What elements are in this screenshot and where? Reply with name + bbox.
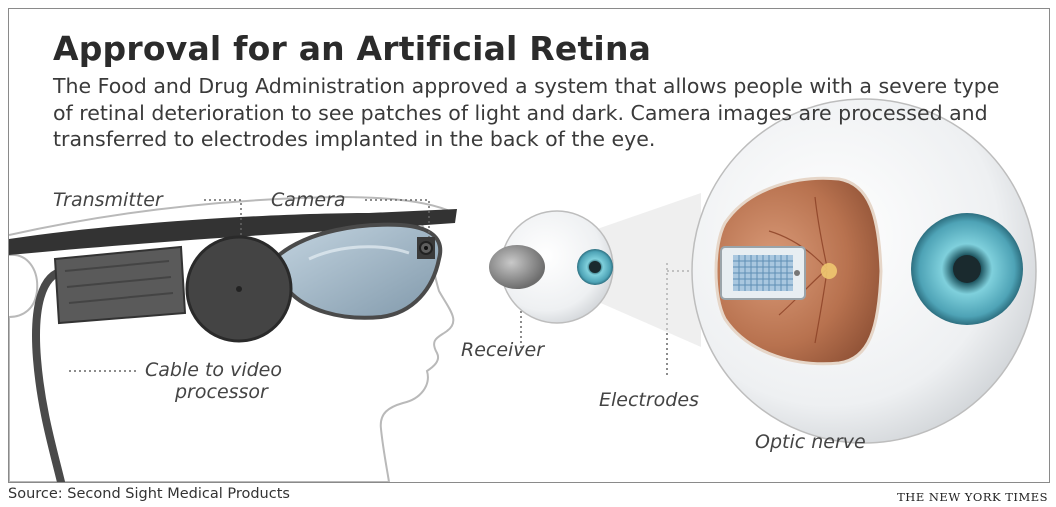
page-title: Approval for an Artificial Retina [53,29,651,68]
label-optic-nerve: Optic nerve [755,431,866,453]
infographic-frame: Approval for an Artificial Retina The Fo… [8,8,1050,483]
publisher-credit: THE NEW YORK TIMES [897,490,1048,504]
label-receiver: Receiver [461,339,544,361]
label-cable-line2: processor [175,381,268,403]
description: The Food and Drug Administration approve… [53,73,1013,153]
label-electrodes: Electrodes [599,389,699,411]
label-transmitter: Transmitter [53,189,163,211]
source-credit: Source: Second Sight Medical Products [8,486,290,502]
label-cable-line1: Cable to video [145,359,282,381]
label-camera: Camera [271,189,346,211]
receiver-eye [489,193,701,347]
